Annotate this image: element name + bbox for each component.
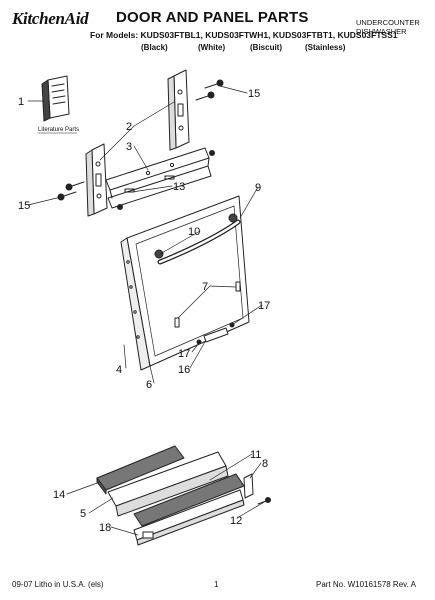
variant-biscuit: (Biscuit) <box>250 43 282 52</box>
variant-stainless: (Stainless) <box>305 43 346 52</box>
brand-logo: KitchenAid <box>12 9 89 28</box>
screw-set-upper <box>195 79 224 101</box>
footer-page-number: 1 <box>214 580 219 589</box>
models-list: KUDS03FTBL1, KUDS03FTWH1, KUDS03FTBT1, K… <box>140 30 398 40</box>
callout-16: 16 <box>178 364 190 376</box>
callout-8: 8 <box>262 458 268 470</box>
models-line: For Models: KUDS03FTBL1, KUDS03FTWH1, KU… <box>90 30 397 40</box>
callout-12: 12 <box>230 515 242 527</box>
callout-numbers: 1 2 3 15 13 15 9 10 7 17 4 6 17 16 11 8 … <box>18 88 270 534</box>
callout-15-lower: 15 <box>18 200 30 212</box>
callout-2: 2 <box>126 121 132 133</box>
spacers <box>174 281 241 328</box>
unit-line-1: UNDERCOUNTER <box>356 18 420 27</box>
variant-white: (White) <box>198 43 226 52</box>
callout-18: 18 <box>99 522 111 534</box>
toe-panel-bracket <box>107 451 229 517</box>
callout-14: 14 <box>53 489 65 501</box>
callout-17-lower: 17 <box>178 348 190 360</box>
callout-10: 10 <box>188 226 200 238</box>
callout-15-upper: 15 <box>248 88 260 100</box>
callout-1: 1 <box>18 96 24 108</box>
literature-label: Literature Parts <box>38 127 79 133</box>
rail-screws <box>117 150 215 210</box>
models-prefix: For Models: <box>90 30 139 40</box>
footer-litho: 09-07 Litho in U.S.A. (els) <box>12 580 104 589</box>
page-title: DOOR AND PANEL PARTS <box>116 9 309 26</box>
toe-panel <box>133 489 245 546</box>
callout-3: 3 <box>126 141 132 153</box>
callout-9: 9 <box>255 182 261 194</box>
screw-set-lower <box>57 181 85 201</box>
callout-11: 11 <box>250 449 261 461</box>
footer-part-number: Part No. W10161578 Rev. A <box>316 580 416 589</box>
callout-5: 5 <box>80 508 86 520</box>
callout-7: 7 <box>202 281 208 293</box>
literature-pack: Literature Parts <box>37 75 79 134</box>
mounting-rail <box>105 147 212 209</box>
door-handle <box>154 213 241 265</box>
variant-black: (Black) <box>141 43 168 52</box>
callout-17-upper: 17 <box>258 300 270 312</box>
callout-4: 4 <box>116 364 122 376</box>
callout-13: 13 <box>173 181 185 193</box>
unit-type: UNDERCOUNTER DISHWASHER <box>356 18 420 36</box>
hinge-bracket-lower <box>85 143 108 217</box>
badge-nameplate <box>196 322 235 345</box>
hinge-bracket-upper <box>167 69 190 151</box>
unit-line-2: DISHWASHER <box>356 27 407 36</box>
toe-panel-hardware <box>243 473 271 505</box>
door-panel <box>120 195 250 371</box>
callout-6: 6 <box>146 379 152 391</box>
header: KitchenAid DOOR AND PANEL PARTS UNDERCOU… <box>0 0 435 70</box>
leader-lines <box>27 85 267 536</box>
